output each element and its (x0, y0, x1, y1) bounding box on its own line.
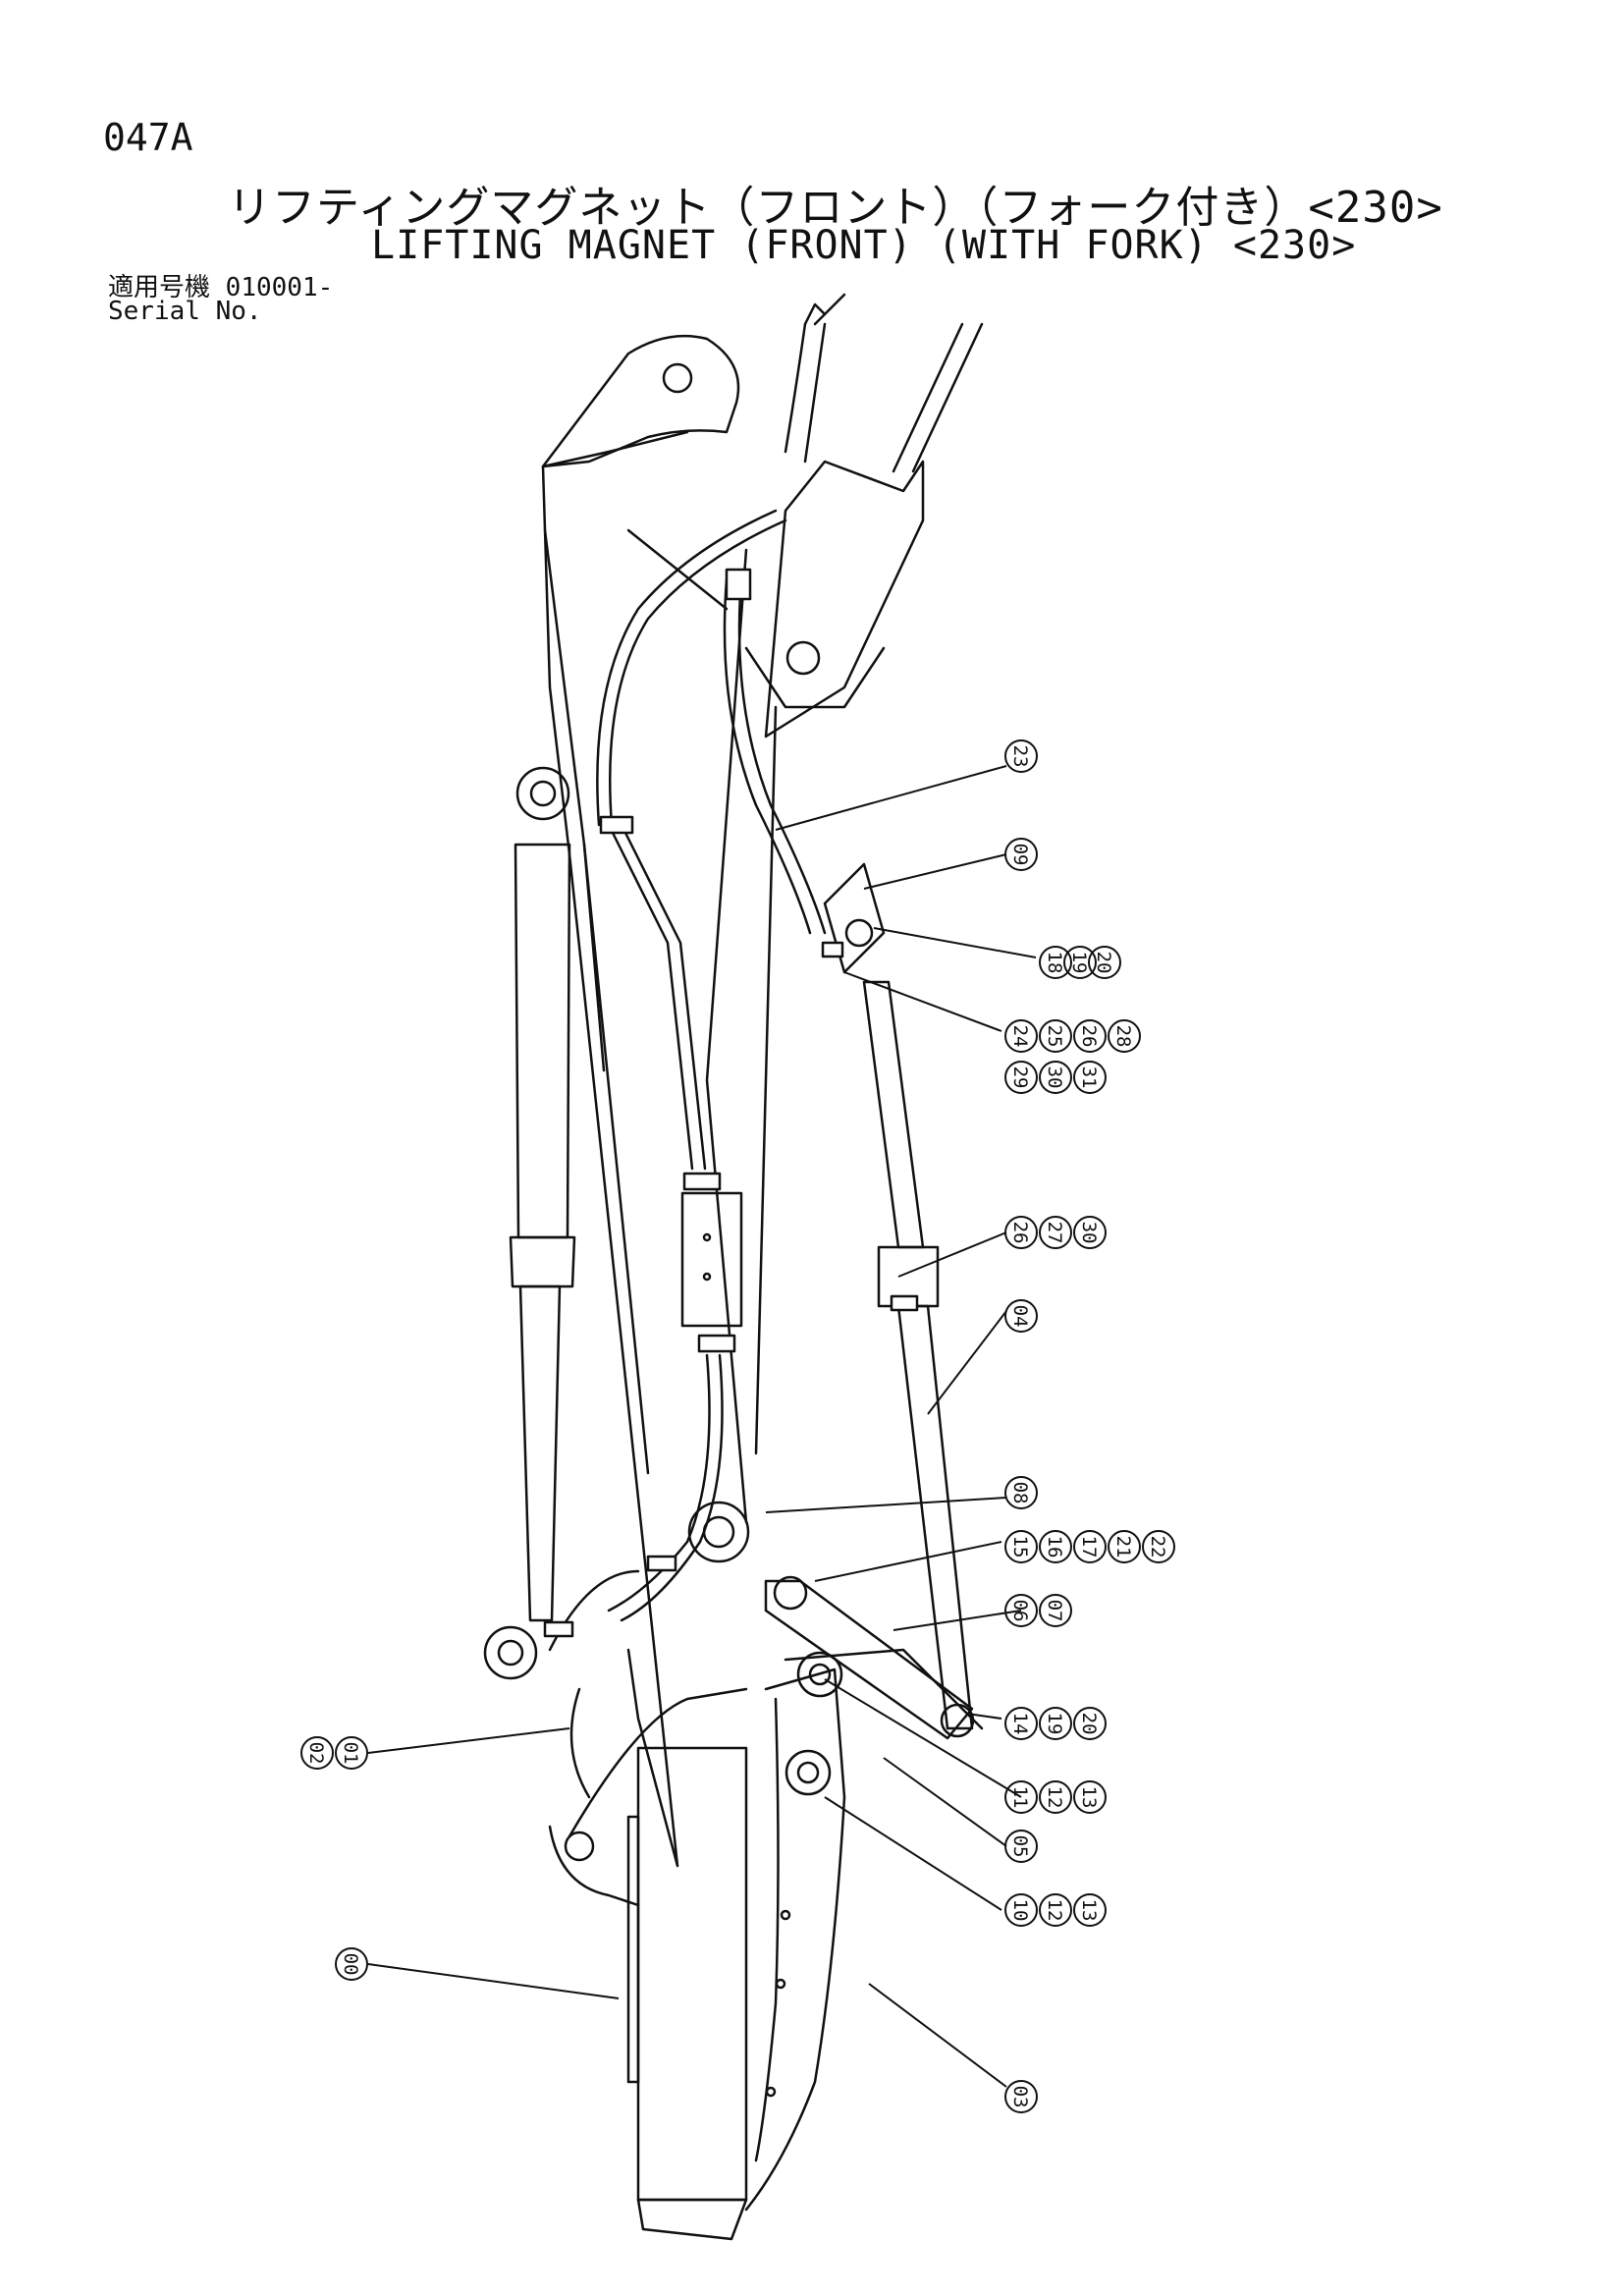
callout-text: 18 (1044, 952, 1065, 974)
serial-label-en: Serial No. (108, 297, 262, 326)
serial-label-jp-text: 適用号機 (108, 273, 211, 302)
callout-text: 26 (1078, 1025, 1100, 1048)
callout-text: 07 (1044, 1600, 1065, 1622)
callout-text: 12 (1044, 1786, 1065, 1809)
callout-08: 08 (1004, 1476, 1038, 1509)
callout-text: 21 (1112, 1536, 1134, 1558)
callout-text: 06 (1009, 1600, 1031, 1622)
callout-26-27-30: 26 27 30 (1004, 1216, 1107, 1249)
callout-text: 00 (340, 1953, 361, 1976)
callout-09: 09 (1004, 838, 1038, 871)
callout-text: 30 (1078, 1222, 1100, 1244)
callout-text: 15 (1009, 1536, 1031, 1558)
callout-text: 29 (1009, 1066, 1031, 1089)
callout-23: 23 (1004, 739, 1038, 773)
callout-06-07: 06 07 (1004, 1594, 1072, 1627)
callout-14-19-20: 14 19 20 (1004, 1707, 1107, 1740)
callout-text: 05 (1009, 1835, 1031, 1858)
callout-text: 28 (1112, 1025, 1134, 1048)
serial-value: 010001- (225, 273, 334, 302)
callout-11-12-13: 11 12 13 (1004, 1780, 1107, 1814)
callout-text: 12 (1044, 1899, 1065, 1922)
title-japanese: リフティングマグネット（フロント）（フォーク付き）<230> (228, 183, 1443, 233)
callout-02-01: 02 01 (300, 1736, 368, 1770)
callout-text: 26 (1009, 1222, 1031, 1244)
title-english: LIFTING MAGNET (FRONT) (WITH FORK) <230> (371, 223, 1357, 268)
callout-00: 00 (335, 1947, 368, 1981)
callout-text: 30 (1044, 1066, 1065, 1089)
callout-24-25-26-28: 24 25 26 28 (1004, 1019, 1141, 1053)
callout-04: 04 (1004, 1299, 1038, 1333)
callout-18-19-20: 18 19 20 (1039, 946, 1121, 979)
callout-text: 20 (1078, 1713, 1100, 1735)
callout-text: 13 (1078, 1786, 1100, 1809)
magnet-plate (548, 1687, 748, 2241)
callout-text: 20 (1093, 952, 1114, 974)
callout-text: 02 (305, 1742, 327, 1765)
hose-clamps (543, 568, 919, 1638)
page-code: 047A (103, 116, 193, 159)
callout-text: 13 (1078, 1899, 1100, 1922)
linkage (483, 1501, 984, 1740)
callout-text: 27 (1044, 1222, 1065, 1244)
callout-10-12-13: 10 12 13 (1004, 1893, 1107, 1927)
callout-text: 14 (1009, 1713, 1031, 1735)
fork (744, 1667, 846, 2212)
callout-05: 05 (1004, 1830, 1038, 1863)
callout-text: 23 (1009, 745, 1031, 768)
callout-text: 04 (1009, 1305, 1031, 1328)
callout-text: 17 (1078, 1536, 1100, 1558)
callout-text: 19 (1068, 952, 1090, 974)
boom-top (541, 293, 846, 468)
callout-text: 31 (1078, 1066, 1100, 1089)
serial-label-jp: 適用号機 010001- (108, 267, 333, 303)
callout-text: 24 (1009, 1025, 1031, 1048)
callout-15-16-17-21-22: 15 16 17 21 22 (1004, 1530, 1175, 1563)
arm-cylinder (509, 766, 650, 1622)
callout-03: 03 (1004, 2080, 1038, 2113)
control-box (680, 1191, 743, 1328)
callout-text: 22 (1147, 1536, 1168, 1558)
callout-text: 16 (1044, 1536, 1065, 1558)
callout-text: 08 (1009, 1482, 1031, 1504)
callout-text: 01 (340, 1742, 361, 1765)
callout-29-30-31: 29 30 31 (1004, 1061, 1107, 1094)
callout-text: 09 (1009, 844, 1031, 866)
callouts: 23 09 18 19 20 24 25 26 28 29 30 31 26 2… (300, 739, 1175, 2113)
callout-text: 19 (1044, 1713, 1065, 1735)
leader-lines (367, 765, 1037, 2088)
callout-text: 25 (1044, 1025, 1065, 1048)
callout-text: 03 (1009, 2086, 1031, 2108)
callout-text: 11 (1009, 1786, 1031, 1809)
callout-text: 10 (1009, 1899, 1031, 1922)
